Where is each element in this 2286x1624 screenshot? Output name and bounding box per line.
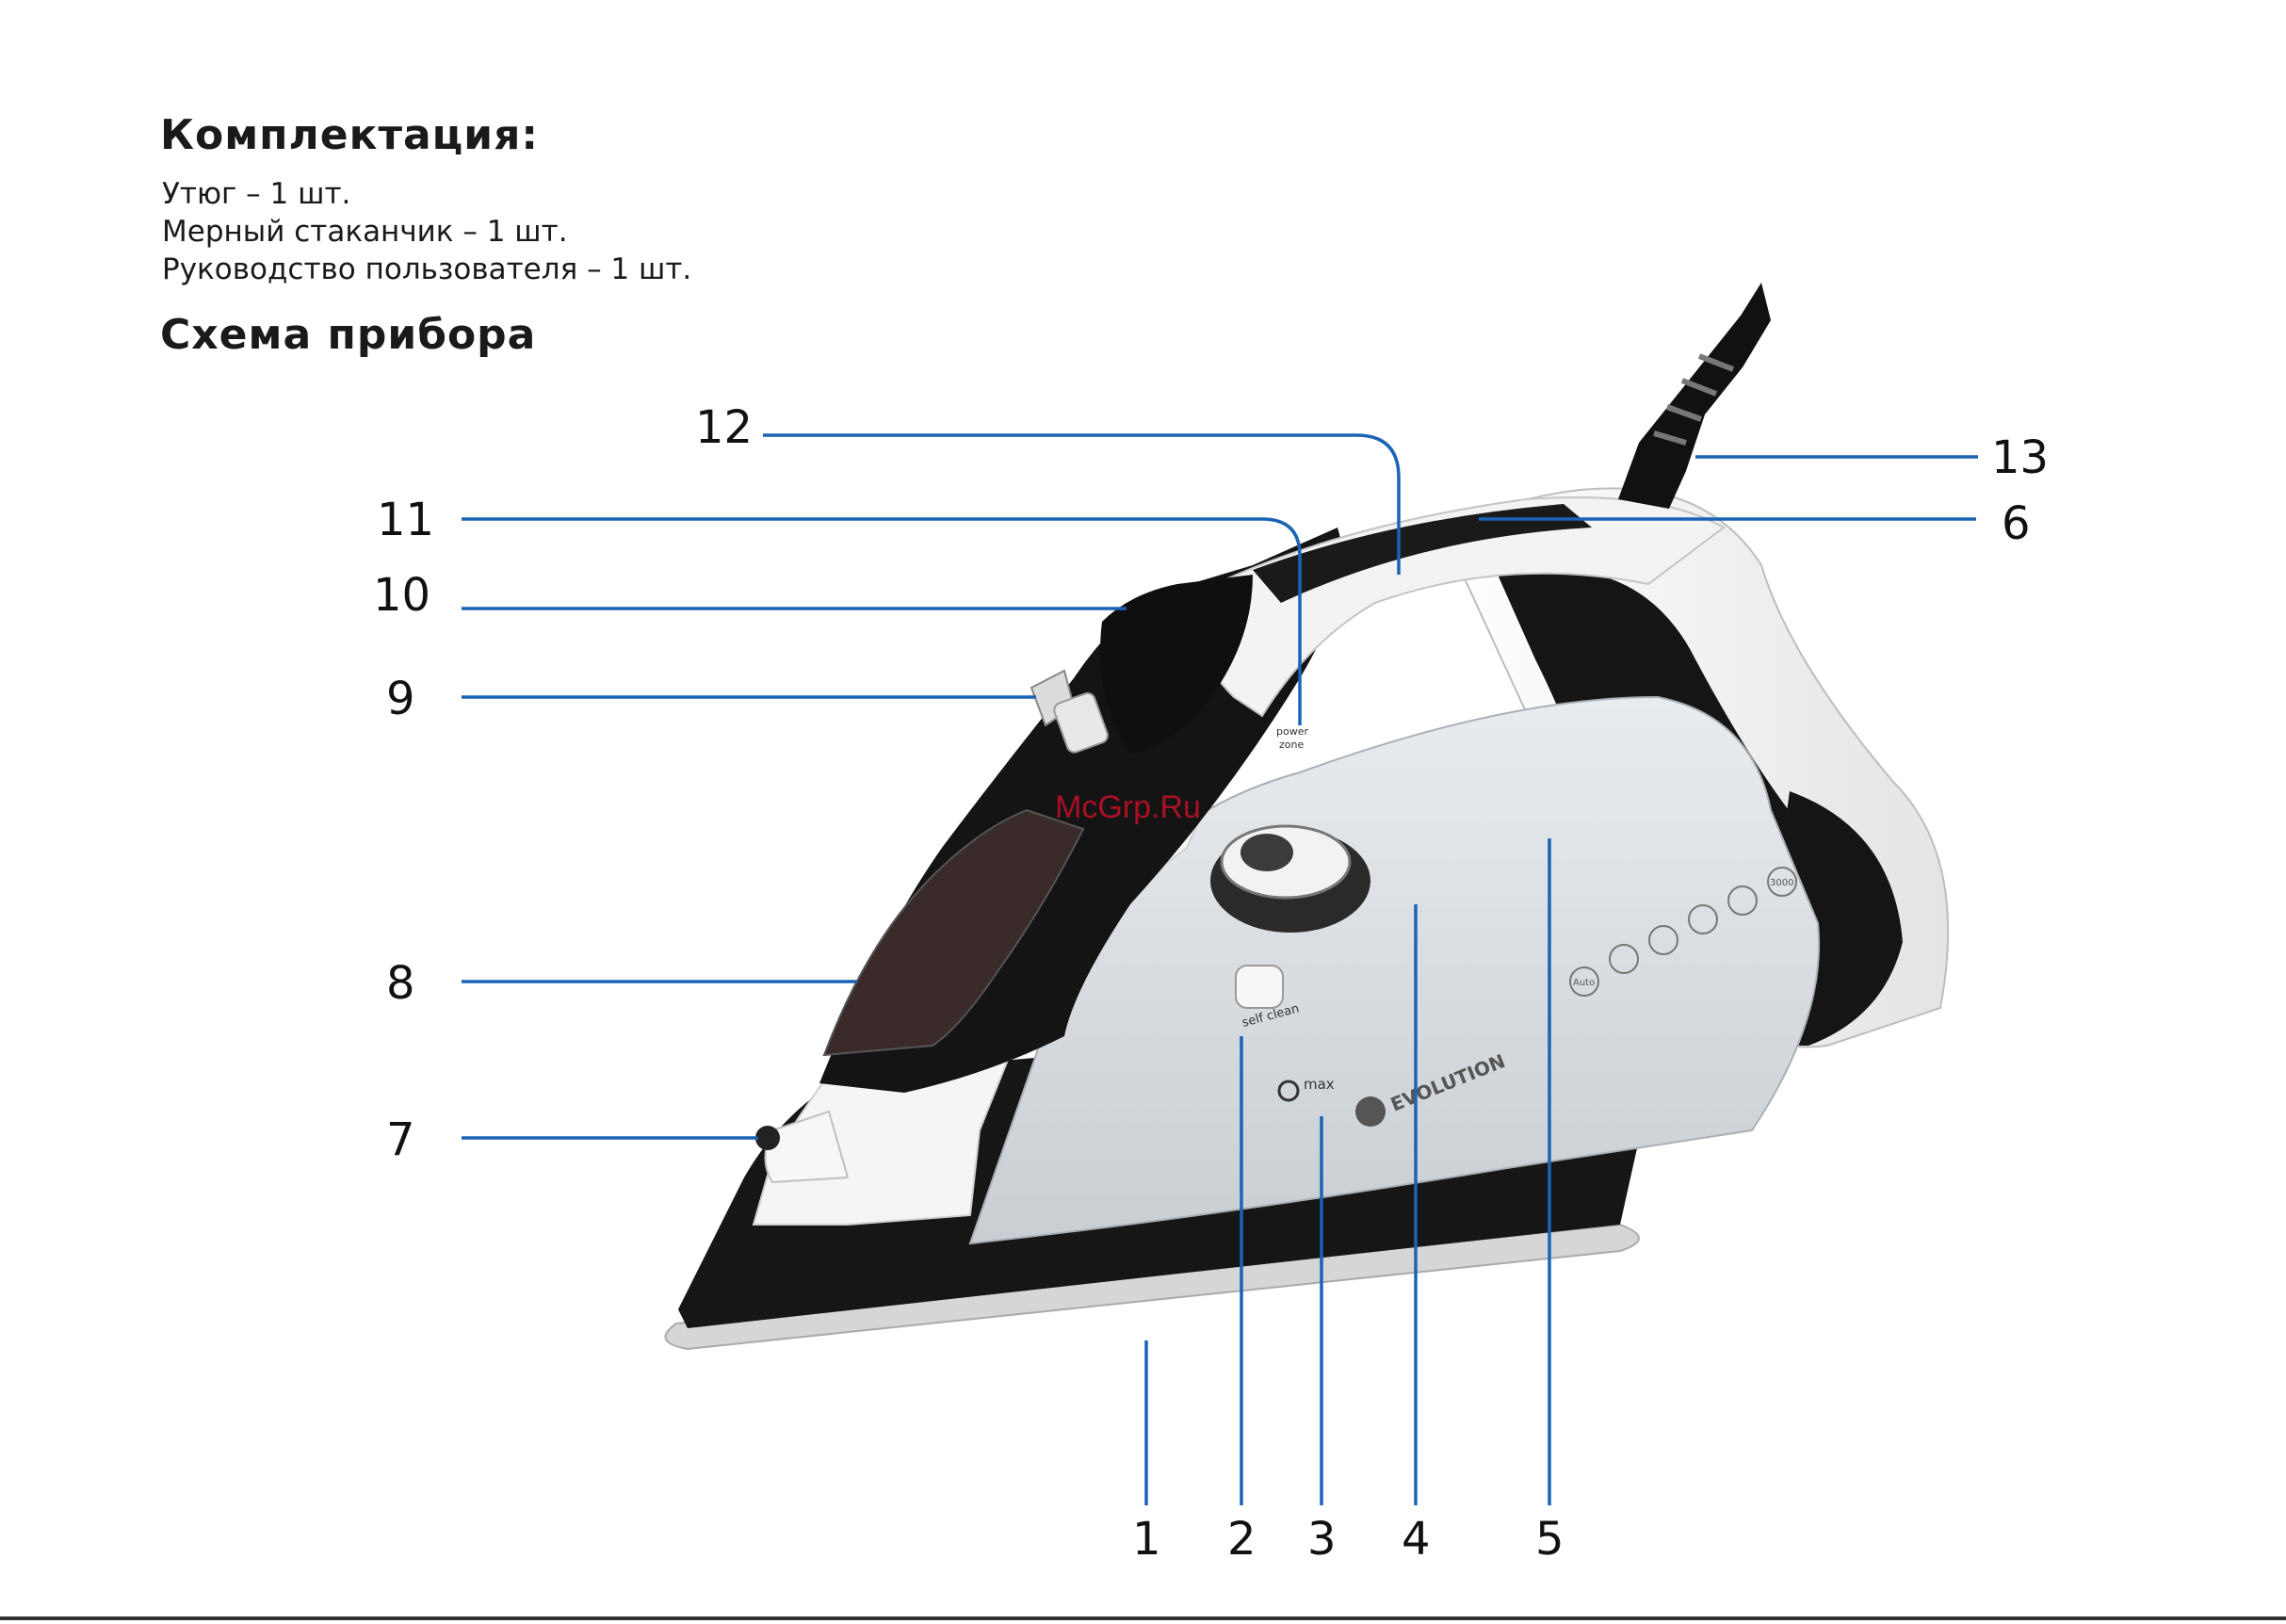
- callout-3: 3: [1307, 1517, 1337, 1562]
- auto-text: Auto: [1573, 978, 1595, 988]
- cord-guard: [1618, 283, 1771, 509]
- callout-8: 8: [386, 961, 415, 1006]
- watermark: McGrp.Ru: [1055, 789, 1201, 826]
- power-zone-text-1: power: [1276, 725, 1308, 738]
- brand-logo-icon: [1355, 1096, 1386, 1127]
- callout-7: 7: [386, 1117, 415, 1162]
- callout-4: 4: [1402, 1517, 1431, 1562]
- self-clean-button: [1236, 966, 1283, 1008]
- power-zone-text-2: zone: [1279, 739, 1304, 751]
- max-text: max: [1304, 1076, 1335, 1093]
- callout-11: 11: [377, 497, 434, 543]
- bottom-rule: [0, 1616, 2286, 1620]
- callout-5: 5: [1535, 1517, 1565, 1562]
- spray-nozzle: [755, 1126, 780, 1150]
- callout-10: 10: [373, 573, 430, 618]
- callout-1: 1: [1132, 1517, 1161, 1562]
- callout-6: 6: [2002, 501, 2031, 546]
- callout-2: 2: [1227, 1517, 1256, 1562]
- callout-13: 13: [1991, 435, 2049, 480]
- callout-9: 9: [386, 676, 415, 722]
- power-3000-text: 3000: [1770, 878, 1793, 888]
- callout-12: 12: [695, 405, 753, 450]
